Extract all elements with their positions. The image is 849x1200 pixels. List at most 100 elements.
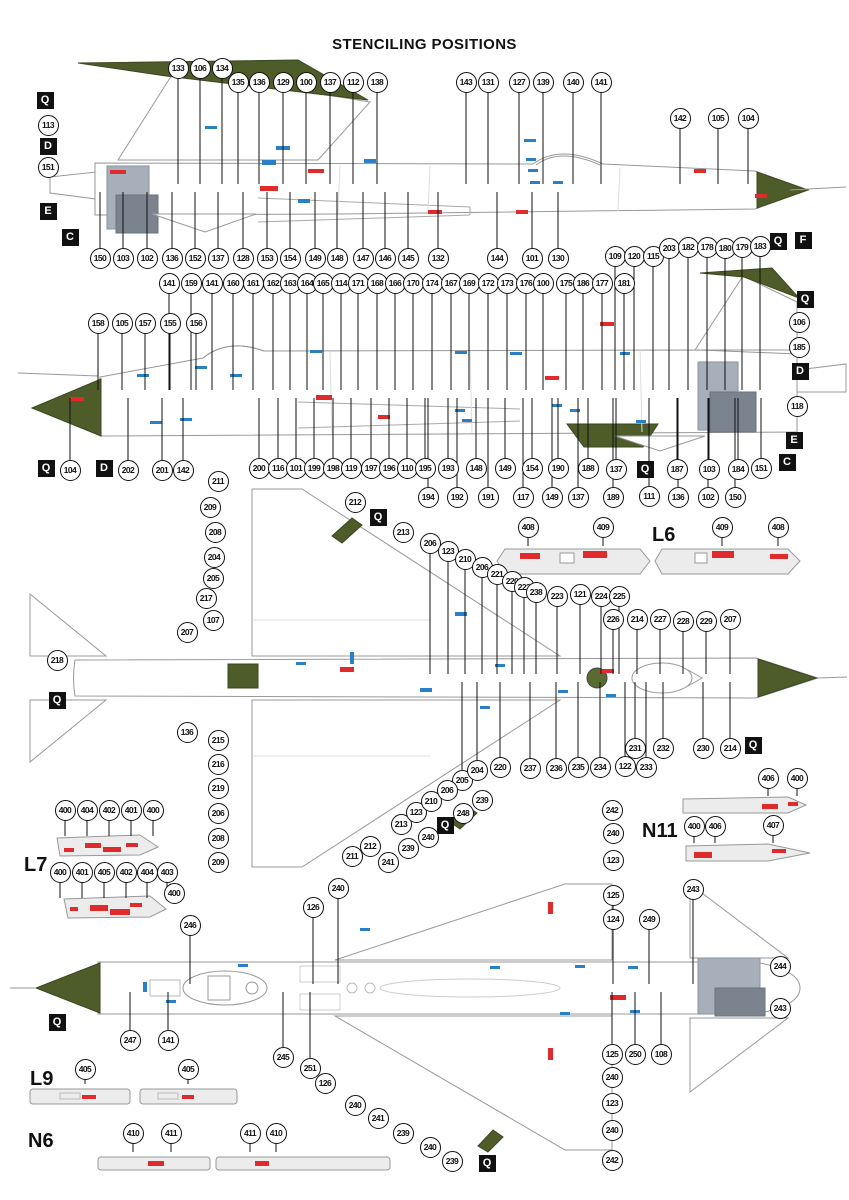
callout-233: 233 xyxy=(635,756,657,778)
callout-408: 408 xyxy=(767,516,789,538)
callout-203: 203 xyxy=(658,237,680,259)
callout-401: 401 xyxy=(120,799,142,821)
callout-240: 240 xyxy=(419,1136,441,1158)
callout-104: 104 xyxy=(737,107,759,129)
callout-123: 123 xyxy=(602,849,624,871)
callout-141: 141 xyxy=(201,272,223,294)
callout-136: 136 xyxy=(667,486,689,508)
callout-151: 151 xyxy=(750,457,772,479)
callout-225: 225 xyxy=(608,585,630,607)
letter-badge-F: F xyxy=(794,231,812,249)
callout-101: 101 xyxy=(521,247,543,269)
callout-213: 213 xyxy=(390,813,412,835)
strip-label-L7: L7 xyxy=(24,854,48,876)
callout-215: 215 xyxy=(207,729,229,751)
strip-label-L6: L6 xyxy=(652,524,676,546)
letter-badge-Q: Q xyxy=(744,736,762,754)
callout-402: 402 xyxy=(98,799,120,821)
callout-234: 234 xyxy=(589,756,611,778)
callout-214: 214 xyxy=(626,608,648,630)
callout-410: 410 xyxy=(265,1122,287,1144)
belly-view xyxy=(10,796,811,1171)
strip-label-N6: N6 xyxy=(28,1130,54,1152)
strip-label-L9: L9 xyxy=(30,1068,54,1090)
letter-badge-C: C xyxy=(778,453,796,471)
callout-248: 248 xyxy=(452,802,474,824)
callout-102: 102 xyxy=(697,486,719,508)
callout-218: 218 xyxy=(46,649,68,671)
callout-107: 107 xyxy=(202,609,224,631)
callout-406: 406 xyxy=(704,815,726,837)
callout-105: 105 xyxy=(111,312,133,334)
callout-137: 137 xyxy=(605,458,627,480)
callout-183: 183 xyxy=(749,235,771,257)
callout-121: 121 xyxy=(569,583,591,605)
side-view-a xyxy=(49,59,847,234)
callout-125: 125 xyxy=(602,884,624,906)
callout-149: 149 xyxy=(494,457,516,479)
callout-156: 156 xyxy=(185,312,207,334)
callout-239: 239 xyxy=(392,1122,414,1144)
callout-219: 219 xyxy=(207,777,229,799)
callout-123: 123 xyxy=(405,801,427,823)
callout-406: 406 xyxy=(757,767,779,789)
callout-149: 149 xyxy=(304,247,326,269)
callout-401: 401 xyxy=(71,861,93,883)
callout-125: 125 xyxy=(601,1043,623,1065)
callout-404: 404 xyxy=(136,861,158,883)
callout-212: 212 xyxy=(359,835,381,857)
callout-239: 239 xyxy=(471,789,493,811)
callout-239: 239 xyxy=(397,837,419,859)
callout-174: 174 xyxy=(421,272,443,294)
callout-100: 100 xyxy=(295,71,317,93)
callout-405: 405 xyxy=(93,861,115,883)
callout-137: 137 xyxy=(207,247,229,269)
callout-240: 240 xyxy=(601,1119,623,1141)
strip-label-N11: N11 xyxy=(642,820,678,842)
callout-405: 405 xyxy=(177,1058,199,1080)
callout-247: 247 xyxy=(119,1029,141,1051)
callout-220: 220 xyxy=(489,756,511,778)
callout-204: 204 xyxy=(466,759,488,781)
callout-403: 403 xyxy=(156,861,178,883)
callout-128: 128 xyxy=(232,247,254,269)
callout-132: 132 xyxy=(427,247,449,269)
callout-102: 102 xyxy=(136,247,158,269)
callout-148: 148 xyxy=(465,457,487,479)
letter-badge-Q: Q xyxy=(636,460,654,478)
callout-241: 241 xyxy=(367,1107,389,1129)
callout-130: 130 xyxy=(547,247,569,269)
callout-153: 153 xyxy=(256,247,278,269)
callout-157: 157 xyxy=(134,312,156,334)
callout-120: 120 xyxy=(623,245,645,267)
callout-154: 154 xyxy=(521,457,543,479)
callout-194: 194 xyxy=(417,486,439,508)
callout-402: 402 xyxy=(115,861,137,883)
callout-195: 195 xyxy=(414,457,436,479)
callout-208: 208 xyxy=(207,827,229,849)
callout-250: 250 xyxy=(624,1043,646,1065)
callout-240: 240 xyxy=(601,1066,623,1088)
callout-127: 127 xyxy=(508,71,530,93)
callout-243: 243 xyxy=(682,878,704,900)
callout-207: 207 xyxy=(719,608,741,630)
callout-173: 173 xyxy=(496,272,518,294)
callout-112: 112 xyxy=(342,71,364,93)
callout-200: 200 xyxy=(248,457,270,479)
callout-405: 405 xyxy=(74,1058,96,1080)
letter-badge-Q: Q xyxy=(769,232,787,250)
letter-badge-Q: Q xyxy=(48,1013,66,1031)
callout-186: 186 xyxy=(572,272,594,294)
letter-badge-C: C xyxy=(61,228,79,246)
callout-103: 103 xyxy=(698,458,720,480)
callout-400: 400 xyxy=(54,799,76,821)
callout-240: 240 xyxy=(417,826,439,848)
callout-217: 217 xyxy=(195,587,217,609)
callout-178: 178 xyxy=(696,236,718,258)
callout-160: 160 xyxy=(222,272,244,294)
letter-badge-Q: Q xyxy=(796,290,814,308)
callout-212: 212 xyxy=(344,491,366,513)
callout-400: 400 xyxy=(163,882,185,904)
